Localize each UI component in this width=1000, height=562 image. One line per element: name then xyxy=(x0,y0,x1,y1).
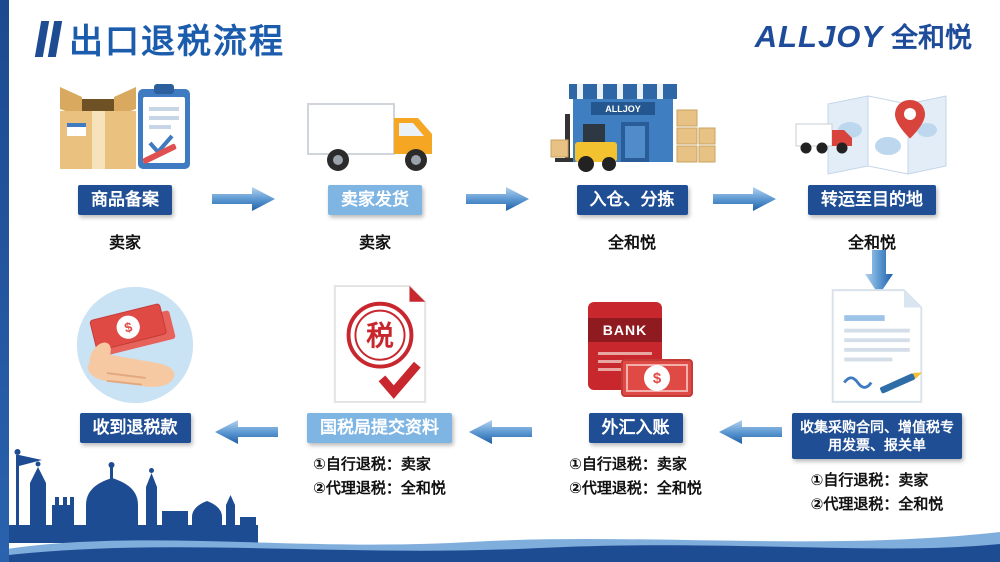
step-label: 商品备案 xyxy=(78,185,172,216)
step-forex-credited: BANK $ 外汇入账 ①自行退税：卖家 ②代理退税：全和悦 xyxy=(528,280,743,501)
step-notes: ①自行退税：卖家 ②代理退税：全和悦 xyxy=(811,469,944,517)
bottom-wave-graphic xyxy=(0,516,1000,562)
step-seller-ship: 卖家发货 卖家 xyxy=(275,66,475,253)
arrow-right-icon xyxy=(212,186,276,217)
step-role: 全和悦 xyxy=(607,235,656,253)
step-warehouse-sorting: ALLJOY 入仓、分拣 全和悦 xyxy=(532,66,732,253)
warehouse-sign-text: ALLJOY xyxy=(605,104,641,114)
title-bar-icon xyxy=(34,20,50,57)
step-label: 收到退税款 xyxy=(79,413,191,444)
arrow-right-icon xyxy=(466,186,530,217)
contract-icon xyxy=(788,280,966,406)
step-receive-refund: $ 收到退税款 xyxy=(30,280,240,444)
page-title: 出口退税流程 xyxy=(69,23,285,61)
note-line: ①自行退税：卖家 xyxy=(569,456,687,474)
arrow-down-icon xyxy=(864,250,894,301)
step-role: 卖家 xyxy=(358,235,391,253)
tax-seal-character: 税 xyxy=(366,320,394,351)
header: 出口退税流程 xyxy=(34,14,285,63)
bank-label: BANK xyxy=(602,322,646,338)
hand-money-icon: $ xyxy=(30,280,240,406)
note-line: ②代理退税：全和悦 xyxy=(569,480,702,498)
brand-logo-cn: 全和悦 xyxy=(891,23,972,53)
city-skyline-graphic xyxy=(0,425,280,548)
step-collect-documents: 收集采购合同、增值税专用发票、报关单 ①自行退税：卖家 ②代理退税：全和悦 xyxy=(788,280,966,517)
arrow-left-icon xyxy=(214,419,278,450)
package-icon xyxy=(25,66,225,178)
step-notes: ①自行退税：卖家 ②代理退税：全和悦 xyxy=(569,453,702,501)
title-bar-icon xyxy=(47,20,63,57)
currency-symbol: $ xyxy=(652,370,661,387)
title-decoration-bars xyxy=(34,20,63,57)
step-transfer-destination: 转运至目的地 全和悦 xyxy=(772,66,972,253)
note-line: ①自行退税：卖家 xyxy=(313,456,431,474)
arrow-left-icon xyxy=(718,419,782,450)
left-accent-strip xyxy=(0,0,9,562)
note-line: ①自行退税：卖家 xyxy=(810,472,929,490)
step-role: 卖家 xyxy=(108,235,141,253)
truck-icon xyxy=(275,66,475,178)
bank-book-icon: BANK $ xyxy=(528,280,743,406)
brand-logo-text: ALLJOY xyxy=(754,19,883,54)
step-label: 国税局提交资料 xyxy=(307,413,452,444)
note-line: ②代理退税：全和悦 xyxy=(810,496,944,514)
step-label: 入仓、分拣 xyxy=(576,185,688,216)
step-label: 转运至目的地 xyxy=(808,185,936,216)
currency-symbol: $ xyxy=(123,319,134,335)
step-role: 全和悦 xyxy=(847,235,896,253)
step-tax-bureau-submit: 税 国税局提交资料 ①自行退税：卖家 ②代理退税：全和悦 xyxy=(272,280,487,501)
brand-logo: ALLJOY 全和悦 xyxy=(755,16,972,55)
arrow-right-icon xyxy=(713,186,777,217)
note-line: ②代理退税：全和悦 xyxy=(313,480,446,498)
arrow-left-icon xyxy=(468,419,532,450)
step-label: 卖家发货 xyxy=(328,185,422,216)
step-notes: ①自行退税：卖家 ②代理退税：全和悦 xyxy=(313,453,446,501)
transfer-map-icon xyxy=(772,66,972,178)
warehouse-icon: ALLJOY xyxy=(532,66,732,178)
step-label: 外汇入账 xyxy=(588,413,683,444)
tax-document-icon: 税 xyxy=(272,280,487,406)
step-label: 收集采购合同、增值税专用发票、报关单 xyxy=(792,413,962,460)
step-product-filing: 商品备案 卖家 xyxy=(25,66,225,253)
